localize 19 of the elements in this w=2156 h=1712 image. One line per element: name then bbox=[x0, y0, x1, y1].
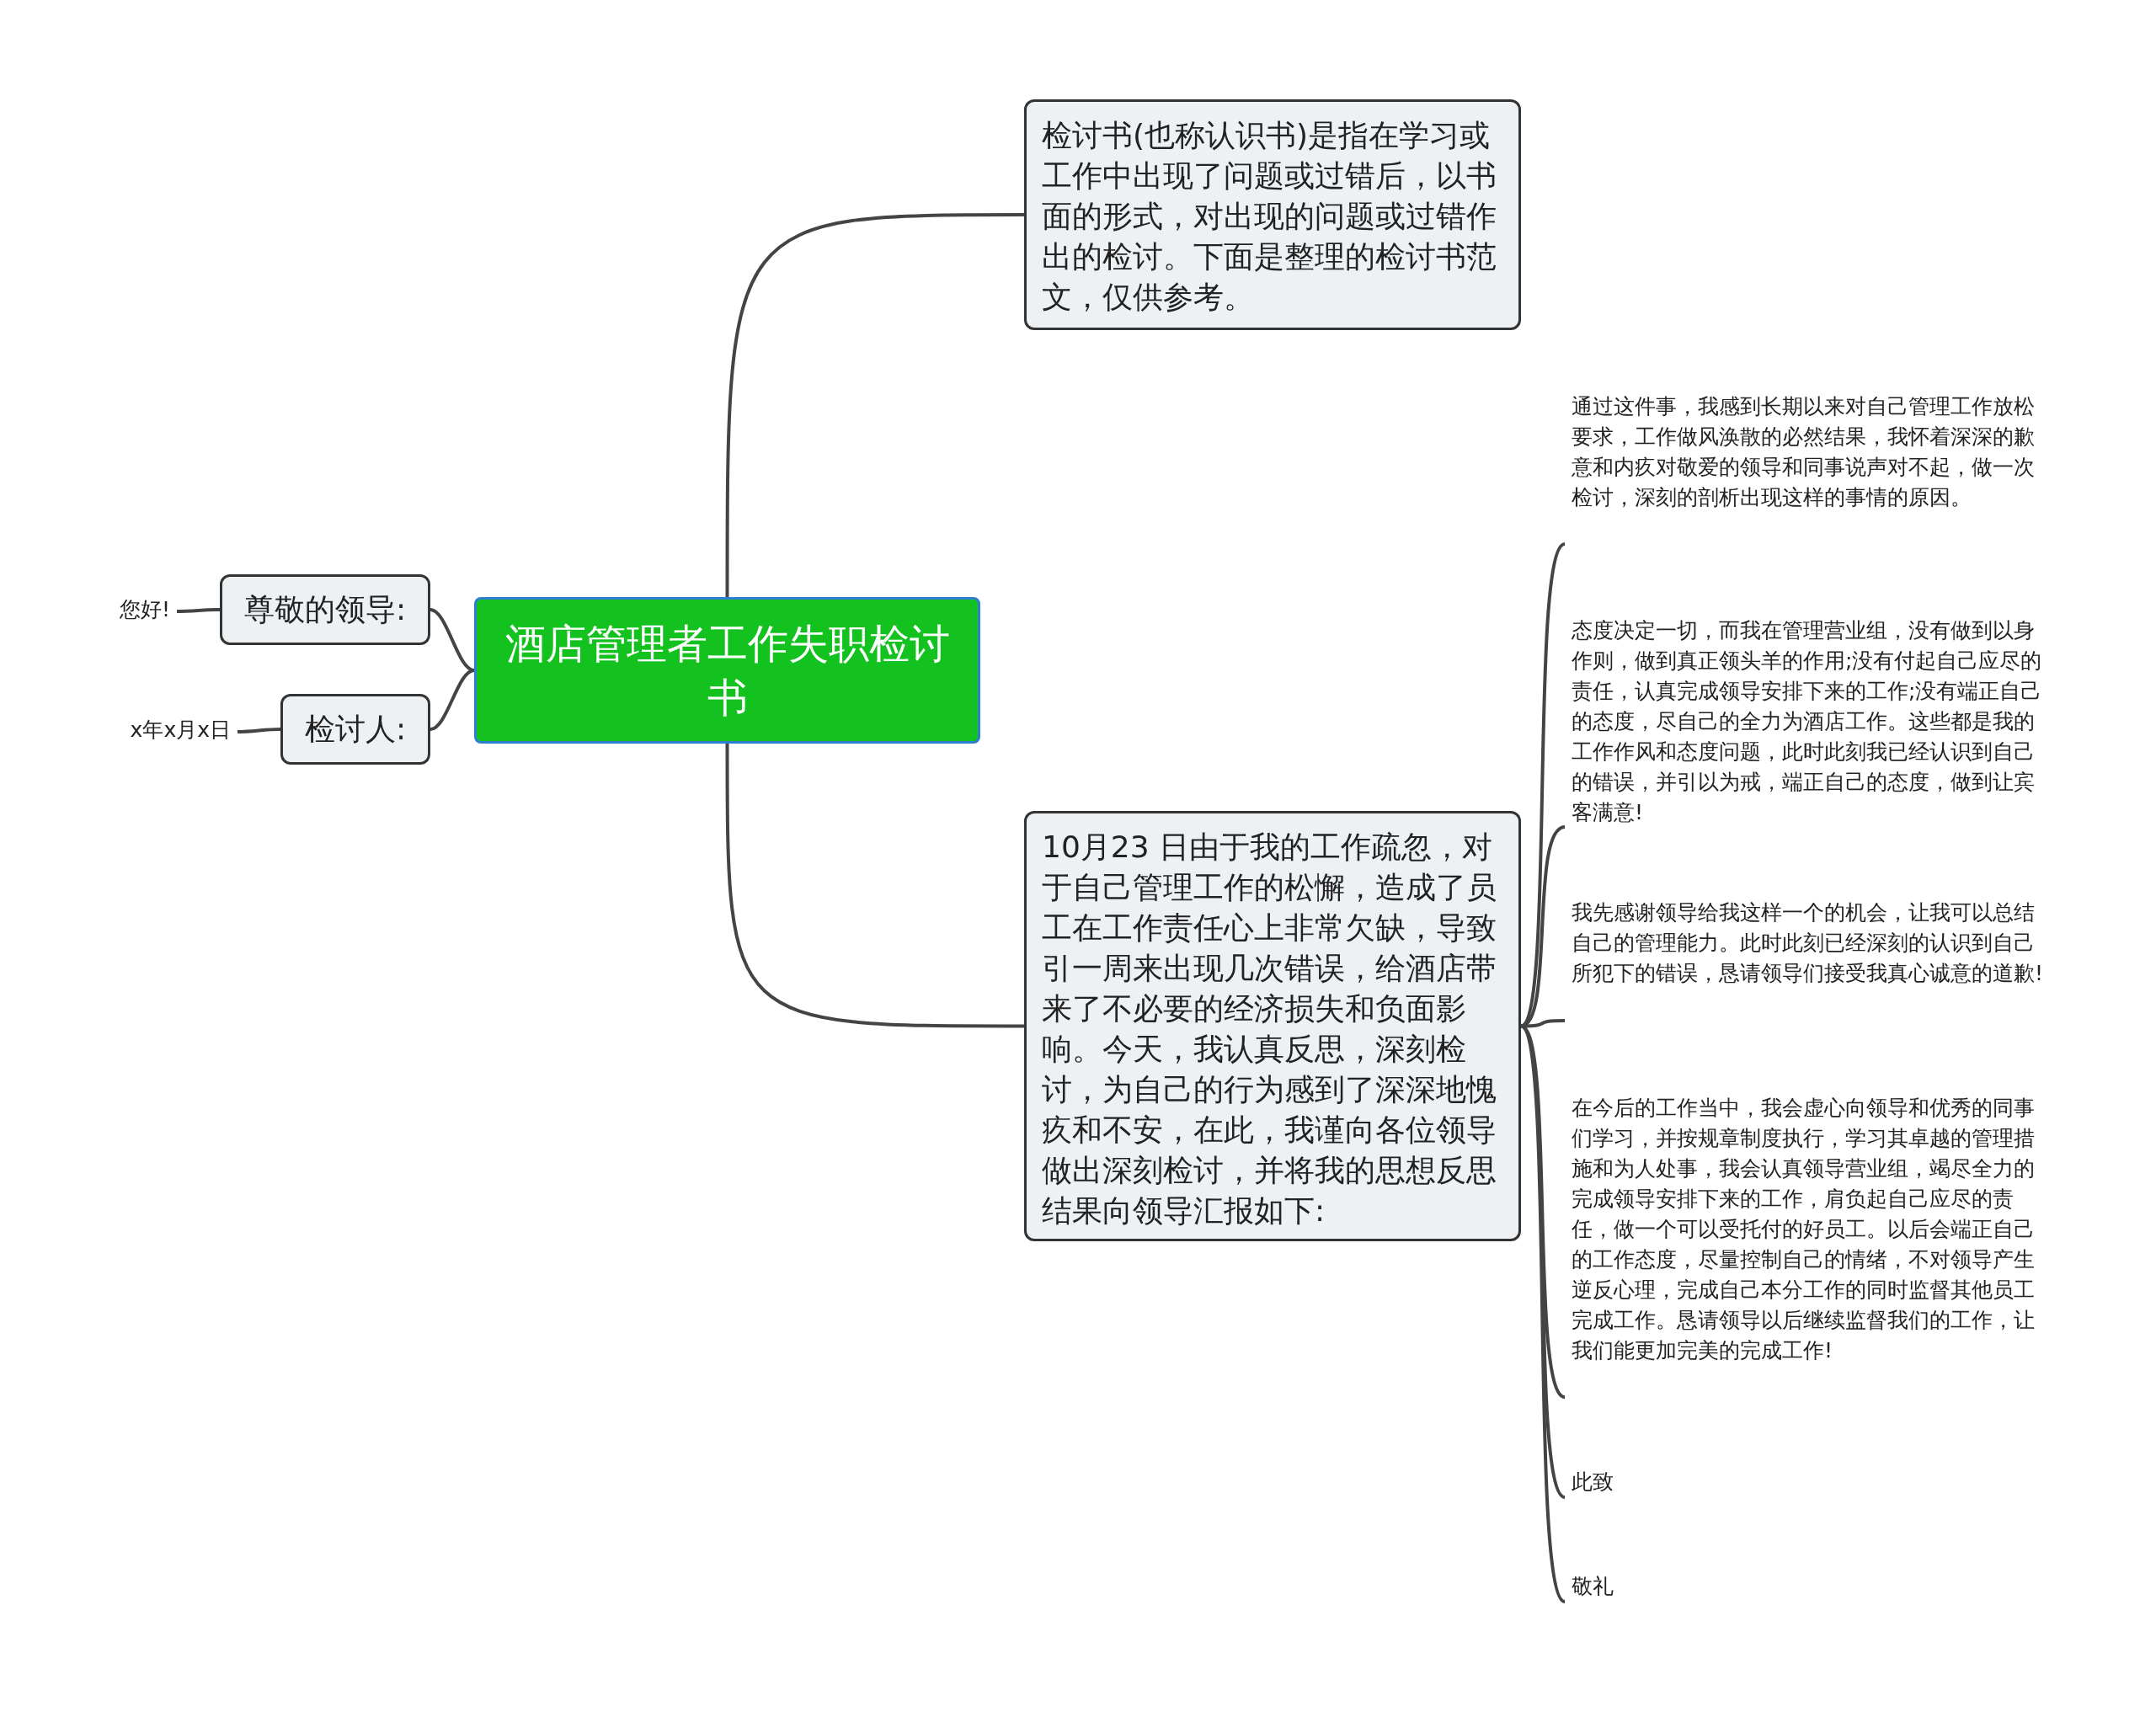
topic-box: 检讨书(也称认识书)是指在学习或工作中出现了问题或过错后，以书面的形式，对出现的问题或过错作出的检讨。下面是整理的检讨书范文，仅供参考。 bbox=[1024, 99, 1521, 330]
topic-text: 您好! bbox=[99, 595, 170, 628]
topic-box: 检讨人: bbox=[280, 694, 430, 765]
connector-line bbox=[237, 728, 281, 733]
topic-text: 敬礼 bbox=[1572, 1571, 2052, 1605]
connector-line bbox=[725, 213, 1024, 597]
topic-text: 此致 bbox=[1572, 1467, 2052, 1501]
topic-box: 尊敬的领导: bbox=[220, 574, 430, 645]
central-topic-box: 酒店管理者工作失职检讨书 bbox=[474, 597, 980, 744]
connector-line bbox=[725, 744, 1024, 1028]
topic-text: 态度决定一切，而我在管理营业组，没有做到以身作则，做到真正领头羊的作用;没有付起自己应尽的责任，认真完成领导安排下来的工作;没有端正自己的态度，尽自己的全力为酒店工作。这些都是我的工作作风和态度问题，此时此刻我已经认识到自己的错误，并引以为戒，端正自己的态度，做到让宾客满意! bbox=[1572, 616, 2052, 830]
connector-line bbox=[177, 608, 220, 613]
connector-line bbox=[430, 669, 475, 731]
topic-text: 通过这件事，我感到长期以来对自己管理工作放松要求，工作做风涣散的必然结果，我怀着深深的歉意和内疚对敬爱的领导和同事说声对不起，做一次检讨，深刻的剖析出现这样的事情的原因。 bbox=[1572, 392, 2052, 547]
topic-text: x年x月x日 bbox=[113, 715, 231, 749]
connector-line bbox=[430, 608, 475, 672]
topic-text: 我先感谢领导给我这样一个的机会，让我可以总结自己的管理能力。此时此刻已经深刻的认识到自己所犯下的错误，恳请领导们接受我真心诚意的道歉! bbox=[1572, 898, 2052, 1024]
topic-text: 在今后的工作当中，我会虚心向领导和优秀的同事们学习，并按规章制度执行，学习其卓越的管理措施和为人处事，我会认真领导营业组，竭尽全力的完成领导安排下来的工作，肩负起自己应尽的责任，做一个可以受托付的好员工。以后会端正自己的工作态度，尽量控制自己的情绪，不对领导产生逆反心理，完成自己本分工作的同时监督其他员工完成工作。恳请领导以后继续监督我们的工作，让我们能更加完美的完成工作! bbox=[1572, 1093, 2052, 1400]
topic-box: 10月23 日由于我的工作疏忽，对于自己管理工作的松懈，造成了员工在工作责任心上非常欠缺，导致引一周来出现几次错误，给酒店带来了不必要的经济损失和负面影响。今天，我认真反思，深刻检讨，为自己的行为感到了深深地愧疚和不安，在此，我谨向各位领导做出深刻检讨，并将我的思想反思结果向领导汇报如下: bbox=[1024, 811, 1521, 1241]
